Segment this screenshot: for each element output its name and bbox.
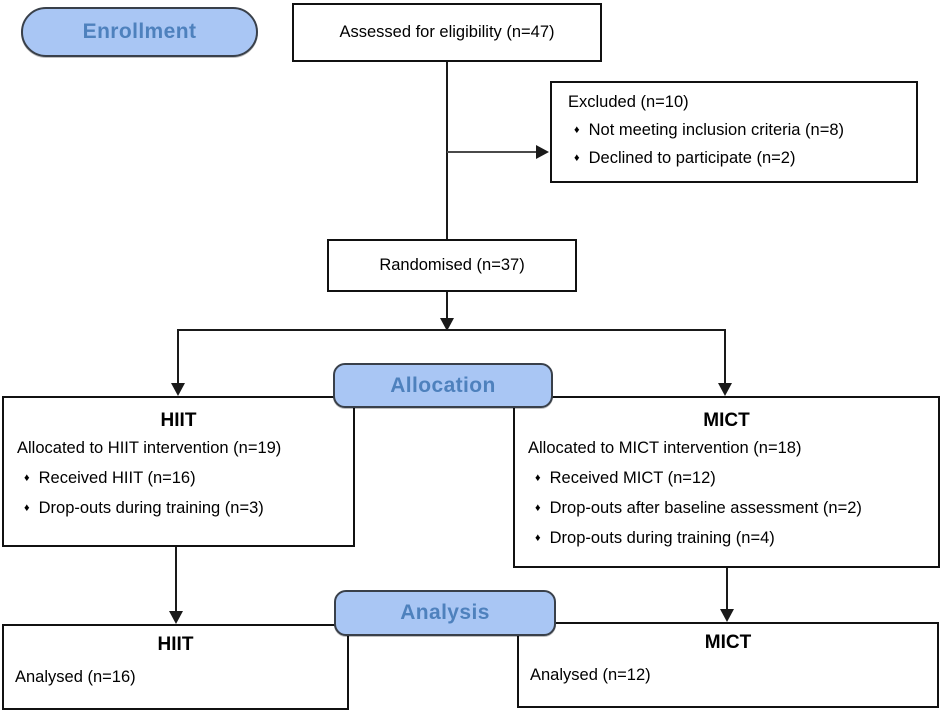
enrollment-stage-badge: Enrollment (21, 7, 258, 57)
diamond-bullet-icon: ♦ (574, 152, 580, 164)
mict-allocation-bullet-row: ♦ Drop-outs during training (n=4) (515, 523, 938, 553)
hiit-allocation-bullet-row: ♦ Drop-outs during training (n=3) (4, 493, 353, 523)
diamond-bullet-icon: ♦ (535, 532, 541, 544)
hiit-allocation-bullet-row: ♦ Received HIIT (n=16) (4, 463, 353, 493)
hiit-allocation-title: HIIT (160, 410, 197, 431)
mict-allocation-line: Allocated to MICT intervention (n=18) (528, 439, 802, 457)
hiit-analysis-title: HIIT (157, 634, 194, 655)
hiit-allocation-line: Allocated to HIIT intervention (n=19) (17, 439, 282, 457)
excluded-bullet-text: Not meeting inclusion criteria (n=8) (588, 121, 845, 139)
diamond-bullet-icon: ♦ (535, 472, 541, 484)
randomised-text: Randomised (n=37) (379, 256, 525, 274)
assessed-eligibility-box: Assessed for eligibility (n=47) (292, 3, 602, 62)
hiit-analysis-line: Analysed (n=16) (15, 668, 136, 686)
excluded-box: Excluded (n=10) ♦ Not meeting inclusion … (550, 81, 918, 183)
connector-to-excluded (447, 151, 538, 153)
randomised-box: Randomised (n=37) (327, 239, 577, 292)
connector-branch-horizontal (177, 329, 726, 331)
connector-randomised-to-branch (446, 292, 448, 320)
connector-mict-to-analysis (726, 568, 728, 611)
excluded-bullet-row: ♦ Not meeting inclusion criteria (n=8) (552, 116, 916, 144)
mict-analysis-line: Analysed (n=12) (530, 666, 651, 684)
hiit-allocation-bullet-text: Drop-outs during training (n=3) (38, 499, 264, 517)
diamond-bullet-icon: ♦ (574, 124, 580, 136)
diamond-bullet-icon: ♦ (24, 502, 30, 514)
mict-allocation-bullet-row: ♦ Received MICT (n=12) (515, 463, 938, 493)
allocation-stage-label: Allocation (390, 373, 496, 397)
mict-analysis-box: MICT Analysed (n=12) (517, 622, 939, 708)
diamond-bullet-icon: ♦ (24, 472, 30, 484)
analysis-stage-label: Analysis (400, 601, 490, 624)
arrowhead-to-excluded (536, 145, 549, 159)
connector-assessed-to-randomised (446, 62, 448, 239)
mict-allocation-bullet-text: Received MICT (n=12) (549, 469, 716, 487)
arrowhead-hiit-to-analysis (169, 611, 183, 624)
enrollment-stage-label: Enrollment (82, 20, 197, 43)
arrowhead-branch-to-hiit (171, 383, 185, 396)
connector-branch-to-hiit (177, 331, 179, 385)
arrowhead-branch-to-mict (718, 383, 732, 396)
allocation-stage-badge: Allocation (333, 363, 553, 408)
mict-allocation-bullet-text: Drop-outs during training (n=4) (549, 529, 775, 547)
arrowhead-mict-to-analysis (720, 609, 734, 622)
assessed-eligibility-text: Assessed for eligibility (n=47) (339, 23, 555, 41)
excluded-title: Excluded (n=10) (568, 93, 689, 111)
mict-allocation-bullet-text: Drop-outs after baseline assessment (n=2… (549, 499, 862, 517)
hiit-allocation-bullet-text: Received HIIT (n=16) (38, 469, 196, 487)
hiit-analysis-box: HIIT Analysed (n=16) (2, 624, 349, 710)
diamond-bullet-icon: ♦ (535, 502, 541, 514)
mict-allocation-bullet-row: ♦ Drop-outs after baseline assessment (n… (515, 493, 938, 523)
connector-branch-to-mict (724, 331, 726, 385)
mict-analysis-title: MICT (704, 632, 752, 653)
mict-allocation-title: MICT (703, 410, 750, 431)
analysis-stage-badge: Analysis (334, 590, 556, 636)
arrowhead-randomised-to-branch (440, 318, 454, 331)
hiit-allocation-box: HIIT Allocated to HIIT intervention (n=1… (2, 396, 355, 547)
excluded-bullet-row: ♦ Declined to participate (n=2) (552, 144, 916, 172)
connector-hiit-to-analysis (175, 547, 177, 613)
mict-allocation-box: MICT Allocated to MICT intervention (n=1… (513, 396, 940, 568)
excluded-bullet-text: Declined to participate (n=2) (588, 149, 796, 167)
